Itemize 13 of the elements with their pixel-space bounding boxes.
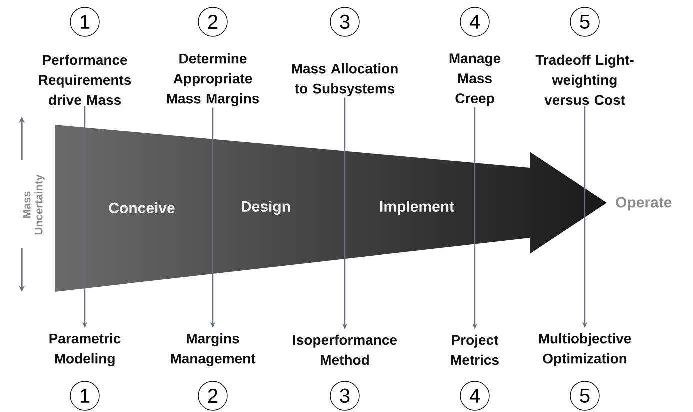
step-label: Project Metrics xyxy=(451,334,499,366)
step-label: Isoperformance Method xyxy=(293,334,398,366)
step-label: Performance Requirements drive Mass xyxy=(39,54,132,106)
step-label: Tradeoff Light-weighting versus Cost xyxy=(536,54,634,106)
step-label: Multiobjective Optimization xyxy=(539,333,632,366)
step-label: Manage Mass Creep xyxy=(450,54,501,106)
phase-label: Operate xyxy=(616,197,672,211)
axis-label: Mass Uncertainty xyxy=(23,174,45,235)
phase-arrow: Conceive Design Implement xyxy=(109,200,454,216)
step-label: Mass Allocation to Subsystems xyxy=(292,63,398,96)
step-label: Determine Appropriate Mass Margins xyxy=(167,53,260,107)
step-label: Margins Management xyxy=(171,333,256,367)
step-label: Parametric Modeling xyxy=(50,333,121,367)
